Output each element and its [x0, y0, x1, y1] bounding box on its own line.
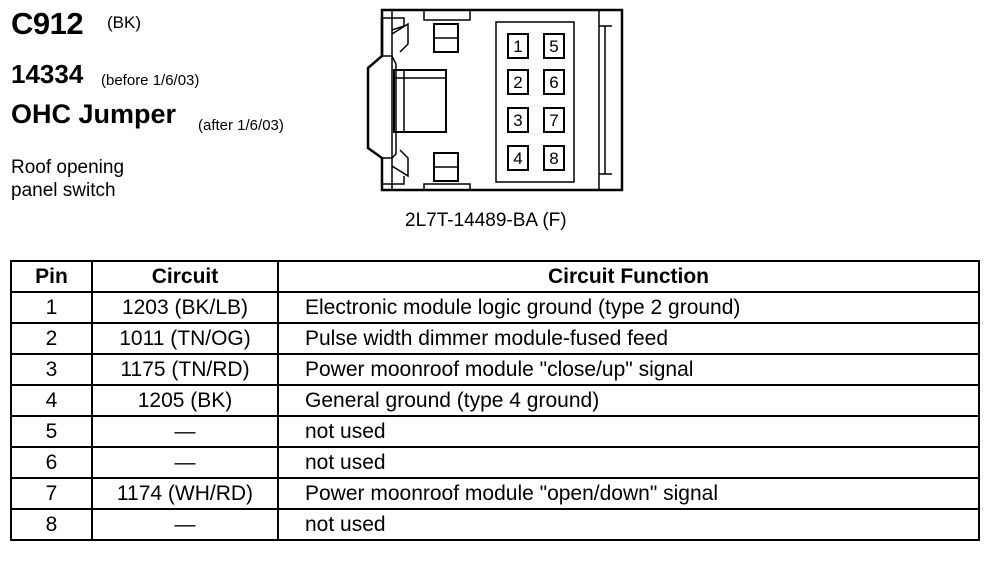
circuit-cell: 1205 (BK) — [91, 384, 279, 417]
table-row: 3 1175 (TN/RD) Power moonroof module "cl… — [10, 353, 980, 386]
connector-color: (BK) — [107, 13, 141, 32]
function-cell: Pulse width dimmer module-fused feed — [277, 322, 980, 355]
pin-label: 7 — [549, 111, 558, 130]
connector-name-note: (after 1/6/03) — [198, 117, 284, 134]
pin-label: 4 — [513, 149, 522, 168]
pin-cell: 1 — [10, 291, 93, 324]
pin-function-table: Pin Circuit Circuit Function 1 1203 (BK/… — [10, 260, 980, 541]
connector-face-diagram: 1 2 3 4 5 6 7 8 — [366, 8, 624, 192]
table-row: 7 1174 (WH/RD) Power moonroof module "op… — [10, 477, 980, 510]
function-cell: Power moonroof module "open/down" signal — [277, 477, 980, 510]
pin-cavity-4: 4 — [507, 145, 529, 171]
column-header-circuit: Circuit — [91, 260, 279, 293]
circuit-cell: — — [91, 446, 279, 479]
table-row: 1 1203 (BK/LB) Electronic module logic g… — [10, 291, 980, 324]
circuit-cell: — — [91, 508, 279, 541]
pin-label: 6 — [549, 73, 558, 92]
pin-cavity-5: 5 — [543, 33, 565, 59]
function-cell: Electronic module logic ground (type 2 g… — [277, 291, 980, 324]
function-cell: not used — [277, 446, 980, 479]
circuit-cell: 1175 (TN/RD) — [91, 353, 279, 386]
connector-id: C912 — [11, 6, 84, 41]
part-code-note: (before 1/6/03) — [101, 72, 200, 89]
connector-description: Roof opening panel switch — [11, 156, 211, 202]
pin-cell: 2 — [10, 322, 93, 355]
description-line-2: panel switch — [11, 180, 116, 201]
pin-cell: 4 — [10, 384, 93, 417]
table-header-row: Pin Circuit Circuit Function — [10, 260, 980, 293]
connector-part-number: 2L7T-14489-BA (F) — [405, 210, 567, 231]
connector-housing — [366, 8, 624, 192]
pin-label: 1 — [513, 37, 522, 56]
pin-cell: 3 — [10, 353, 93, 386]
table-row: 4 1205 (BK) General ground (type 4 groun… — [10, 384, 980, 417]
pin-cavity-8: 8 — [543, 145, 565, 171]
connector-name: OHC Jumper — [11, 99, 177, 129]
pin-cavity-2: 2 — [507, 69, 529, 95]
column-header-pin: Pin — [10, 260, 93, 293]
pin-cell: 5 — [10, 415, 93, 448]
circuit-cell: 1011 (TN/OG) — [91, 322, 279, 355]
pin-label: 3 — [513, 111, 522, 130]
table-row: 5 — not used — [10, 415, 980, 448]
function-cell: Power moonroof module "close/up" signal — [277, 353, 980, 386]
pin-cell: 8 — [10, 508, 93, 541]
pin-cell: 7 — [10, 477, 93, 510]
pin-label: 2 — [513, 73, 522, 92]
table-row: 6 — not used — [10, 446, 980, 479]
pin-cavity-1: 1 — [507, 33, 529, 59]
function-cell: not used — [277, 415, 980, 448]
function-cell: not used — [277, 508, 980, 541]
pin-label: 5 — [549, 37, 558, 56]
circuit-cell: 1203 (BK/LB) — [91, 291, 279, 324]
pin-cavity-3: 3 — [507, 107, 529, 133]
description-line-1: Roof opening — [11, 157, 125, 178]
circuit-cell: — — [91, 415, 279, 448]
pin-cavity-7: 7 — [543, 107, 565, 133]
table-row: 2 1011 (TN/OG) Pulse width dimmer module… — [10, 322, 980, 355]
table-row: 8 — not used — [10, 508, 980, 541]
pin-cavity-6: 6 — [543, 69, 565, 95]
pin-cell: 6 — [10, 446, 93, 479]
pin-cavities: 1 2 3 4 5 6 7 8 — [507, 33, 565, 171]
circuit-cell: 1174 (WH/RD) — [91, 477, 279, 510]
part-code: 14334 — [11, 59, 84, 89]
column-header-function: Circuit Function — [277, 260, 980, 293]
pin-label: 8 — [549, 149, 558, 168]
function-cell: General ground (type 4 ground) — [277, 384, 980, 417]
